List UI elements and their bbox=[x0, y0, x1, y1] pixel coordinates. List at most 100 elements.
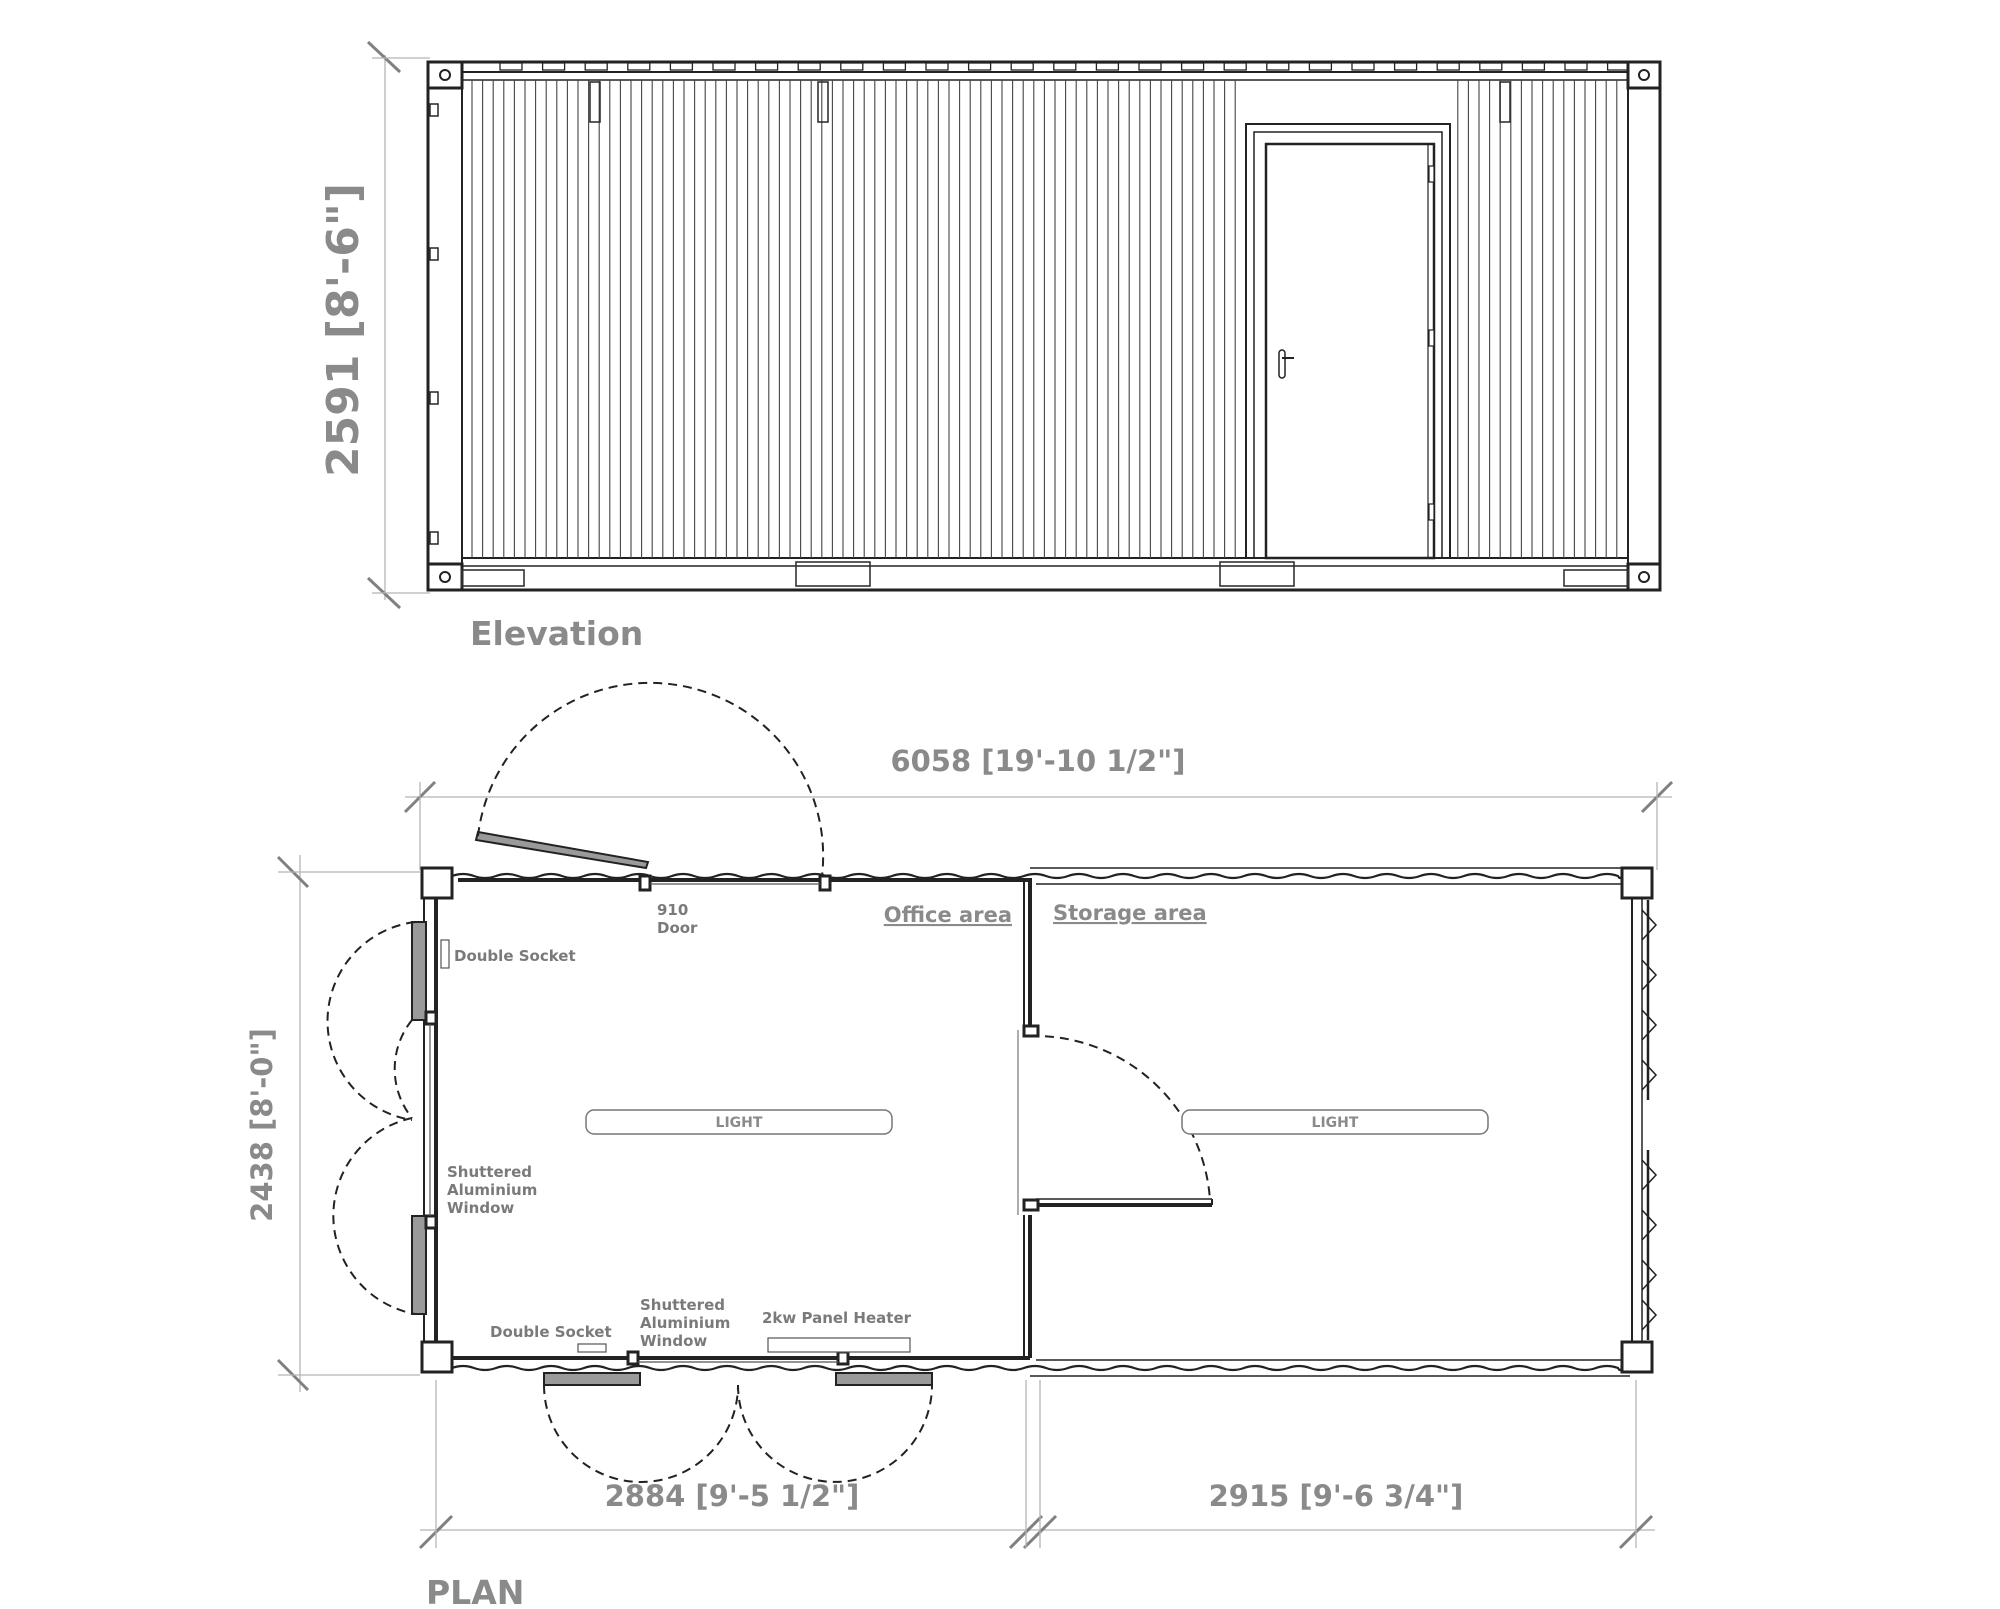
hinge-mark bbox=[429, 531, 439, 545]
left-shutter-swing-top bbox=[393, 1019, 413, 1119]
left-shutter-top bbox=[411, 921, 427, 1021]
corner-casting-bottom-right bbox=[1626, 562, 1662, 592]
door-jamb-right bbox=[818, 874, 832, 892]
bottom-shutter-swing-left bbox=[543, 1384, 739, 1483]
roof-notch bbox=[1138, 62, 1162, 71]
left-shutter-swing-top-outer bbox=[326, 921, 416, 1121]
elevation-container-outline bbox=[426, 60, 1662, 592]
forklift-pocket bbox=[1219, 561, 1295, 587]
roof-notch bbox=[840, 62, 864, 71]
partition-jamb bbox=[1022, 1198, 1040, 1212]
left-shutter-swing-bottom-outer bbox=[332, 1117, 416, 1315]
end-door-hinges bbox=[1641, 900, 1658, 1340]
plan-title: PLAN bbox=[426, 1573, 524, 1609]
plan-corrugated-walls bbox=[451, 867, 1630, 1377]
roof-notch bbox=[1095, 62, 1120, 71]
wall-bracket bbox=[589, 81, 601, 123]
roof-notch bbox=[669, 62, 694, 71]
bottom-shutter-swing-right bbox=[737, 1384, 933, 1483]
window-jamb bbox=[626, 1350, 640, 1366]
roof-notch bbox=[1223, 62, 1247, 71]
left-window-label-3: Window bbox=[447, 1199, 514, 1217]
corner-casting-top-left bbox=[426, 60, 464, 90]
door-swing-arc bbox=[477, 681, 825, 877]
roof-notch bbox=[584, 62, 608, 71]
panel-heater-icon bbox=[767, 1337, 911, 1353]
roof-notch bbox=[712, 62, 736, 71]
forklift-pocket bbox=[795, 561, 871, 587]
plan-bottom-wall-wave bbox=[451, 1364, 1623, 1372]
roof-notch bbox=[1308, 62, 1333, 71]
hinge-mark bbox=[429, 103, 439, 117]
bottom-window-label-3: Window bbox=[640, 1332, 707, 1350]
roof-notch bbox=[1436, 62, 1460, 71]
double-socket-bottom-label: Double Socket bbox=[490, 1323, 612, 1341]
roof-notch bbox=[1010, 62, 1034, 71]
end-door-cam bbox=[1641, 1259, 1658, 1331]
elevation-top-notches bbox=[499, 62, 1631, 71]
elevation-door bbox=[1245, 123, 1451, 560]
roof-notch bbox=[1564, 62, 1588, 71]
elevation-view: 2591 [8'-6"] bbox=[318, 40, 1662, 653]
roof-notch bbox=[1351, 62, 1375, 71]
roof-notch bbox=[797, 62, 821, 71]
office-wall-top bbox=[650, 878, 1032, 1030]
casting-hole bbox=[439, 69, 451, 81]
roof-notch bbox=[1180, 62, 1205, 71]
plan-width-label: 2438 [8'-0"] bbox=[245, 1028, 279, 1222]
office-area-label: Office area bbox=[884, 903, 1012, 927]
window-jamb bbox=[424, 1010, 438, 1026]
plan-corner-post-tl bbox=[420, 866, 454, 900]
roof-notch bbox=[967, 62, 992, 71]
casting-hole bbox=[1638, 69, 1650, 81]
corner-casting-top-right bbox=[1626, 60, 1662, 90]
plan-corner-post-tr bbox=[1620, 866, 1654, 900]
roof-notch bbox=[1266, 62, 1290, 71]
office-light-fitting bbox=[585, 1109, 893, 1135]
end-door-cam bbox=[1641, 1009, 1658, 1091]
door-hinge bbox=[1428, 329, 1435, 347]
elevation-dim-tick-top bbox=[366, 40, 402, 74]
storage-light-label: LIGHT bbox=[1312, 1115, 1359, 1131]
bottom-shutter-left bbox=[543, 1372, 641, 1386]
double-socket-top-label: Double Socket bbox=[454, 947, 576, 965]
roof-notch bbox=[1521, 62, 1546, 71]
panel-heater-label: 2kw Panel Heater bbox=[762, 1309, 912, 1327]
bottom-window-label-2: Aluminium bbox=[640, 1314, 730, 1332]
forklift-pocket bbox=[1563, 569, 1629, 587]
door-hinge bbox=[1428, 165, 1435, 183]
elevation-title: Elevation bbox=[470, 614, 643, 653]
casting-hole bbox=[439, 571, 451, 583]
double-socket-icon bbox=[577, 1343, 607, 1353]
plan-corner-post-br bbox=[1620, 1340, 1654, 1374]
plan-view: 6058 [19'-10 1/2"] 2438 [8'-0"] 2884 [9'… bbox=[245, 681, 1674, 1609]
plan-storage-length-label: 2915 [9'-6 3/4"] bbox=[1209, 1479, 1464, 1513]
plan-corner-post-bl bbox=[420, 1340, 454, 1374]
roof-notch bbox=[1053, 62, 1077, 71]
door-handle bbox=[1278, 349, 1286, 379]
roof-notch bbox=[1393, 62, 1418, 71]
elevation-height-label: 2591 [8'-6"] bbox=[318, 183, 369, 477]
roof-notch bbox=[754, 62, 779, 71]
elevation-corrugation bbox=[471, 80, 1618, 558]
corner-casting-bottom-left bbox=[426, 562, 464, 592]
partition-door-swing-arc bbox=[1029, 1034, 1211, 1201]
storage-light-fitting bbox=[1181, 1109, 1489, 1135]
hinge-mark bbox=[429, 391, 439, 405]
wall-bracket bbox=[1499, 81, 1511, 123]
casting-hole bbox=[1638, 571, 1650, 583]
door-word-label: Door bbox=[657, 919, 698, 937]
left-window-label-2: Aluminium bbox=[447, 1181, 537, 1199]
bottom-window-label-1: Shuttered bbox=[640, 1296, 725, 1314]
door-size-label: 910 bbox=[657, 901, 688, 919]
roof-notch bbox=[541, 62, 566, 71]
storage-area-label: Storage area bbox=[1053, 901, 1207, 925]
window-jamb bbox=[836, 1350, 850, 1366]
window-jamb bbox=[424, 1214, 438, 1230]
roof-notch bbox=[925, 62, 949, 71]
partition-jamb bbox=[1022, 1024, 1040, 1038]
forklift-pocket bbox=[461, 569, 525, 587]
roof-notch bbox=[882, 62, 907, 71]
office-light-label: LIGHT bbox=[716, 1115, 763, 1131]
left-shutter-bottom bbox=[411, 1215, 427, 1315]
